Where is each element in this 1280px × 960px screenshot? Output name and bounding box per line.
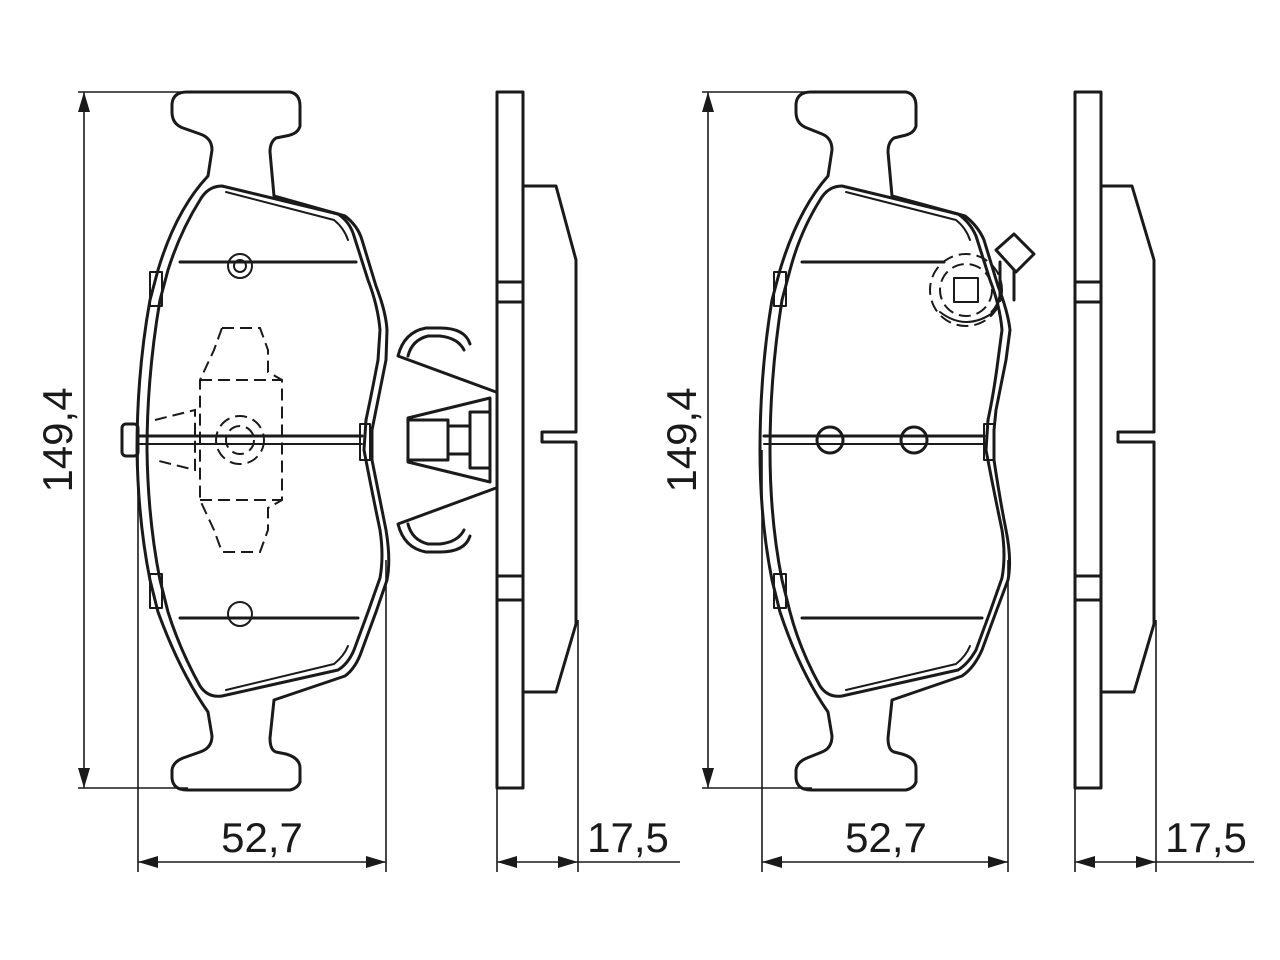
right-width-label: 52,7 bbox=[845, 814, 927, 861]
left-hole-bottom bbox=[227, 601, 253, 627]
left-thickness-label: 17,5 bbox=[587, 814, 669, 861]
right-pad-side-view bbox=[1073, 90, 1156, 790]
left-backing-plate bbox=[135, 90, 391, 792]
right-height-label: 149,4 bbox=[658, 387, 705, 492]
wear-sensor bbox=[929, 232, 1036, 327]
left-dashed-clip bbox=[199, 327, 283, 553]
left-height-label: 149,4 bbox=[34, 387, 81, 492]
right-friction-lining bbox=[768, 184, 1006, 698]
right-dimensions: 149,4 52,7 17,5 bbox=[658, 91, 1254, 872]
right-hole-left bbox=[815, 425, 845, 455]
left-pad-front-view bbox=[120, 90, 391, 792]
spring-clip bbox=[396, 326, 498, 554]
right-hole-right bbox=[899, 425, 929, 455]
left-hole-top bbox=[227, 253, 253, 279]
left-pad-side-view bbox=[495, 90, 578, 790]
left-width-label: 52,7 bbox=[221, 814, 303, 861]
left-dimensions: 149,4 52,7 17,5 bbox=[34, 91, 680, 872]
right-thickness-label: 17,5 bbox=[1165, 814, 1247, 861]
right-backing-plate bbox=[758, 90, 1012, 792]
left-friction-lining bbox=[145, 184, 384, 698]
right-pad-front-view bbox=[758, 90, 1036, 792]
